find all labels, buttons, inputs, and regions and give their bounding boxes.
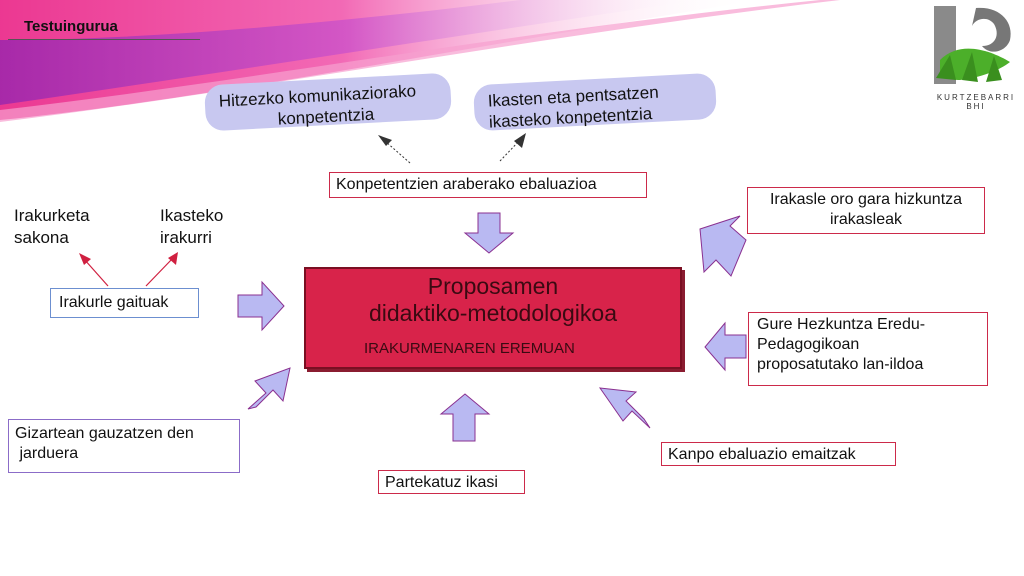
center-title: Proposamen didaktiko-metodologikoa [306, 273, 680, 327]
block-arrow-down-top [463, 212, 515, 254]
node-line: proposatutako lan-ildoa [757, 356, 924, 373]
node-kanpo: Kanpo ebaluazio emaitzak [661, 442, 896, 466]
center-subtitle: IRAKURMENAREN EREMUAN [364, 340, 575, 357]
node-partekatuz: Partekatuz ikasi [378, 470, 525, 494]
label-line: Ikasteko [160, 206, 224, 225]
center-title-line: didaktiko-metodologikoa [368, 300, 618, 326]
center-title-line: Proposamen [427, 273, 559, 299]
node-ebaluazioa: Konpetentzien araberako ebaluazioa [329, 172, 647, 198]
logo-line-1: KURTZEBARRI [936, 93, 1016, 102]
block-arrow-upright-lowerleft [247, 367, 291, 410]
thin-arrow-to-left-cloud [384, 140, 411, 164]
thin-arrow-to-right-cloud [499, 139, 521, 162]
block-arrow-upleft-lowerright [598, 387, 651, 429]
slide-title: Testuingurua [24, 18, 118, 35]
thin-arrow-head [378, 135, 392, 146]
red-arrow-to-ikasteko [145, 252, 178, 287]
node-line: Gure Hezkuntza Eredu- [757, 316, 926, 333]
node-center-proposamen: Proposamen didaktiko-metodologikoa IRAKU… [304, 267, 682, 369]
thin-arrow-head [514, 133, 526, 148]
block-arrow-downleft-upperright [699, 215, 747, 277]
label-line: sakona [14, 228, 69, 247]
node-line: irakasleak [829, 211, 903, 228]
node-line: Gizartean gauzatzen den [15, 425, 194, 442]
node-line: Pedagogikoan [757, 336, 860, 353]
block-arrow-up-bottom [439, 393, 491, 442]
label-ikasteko: Ikasteko irakurri [160, 205, 223, 249]
node-irakurle: Irakurle gaituak [50, 288, 199, 318]
node-line: Irakasle oro gara hizkuntza [769, 191, 963, 208]
block-arrow-right-left [237, 280, 285, 332]
node-gizartea: Gizartean gauzatzen den jarduera [8, 419, 240, 473]
label-line: irakurri [160, 228, 212, 247]
red-arrow-to-irakurketa [79, 253, 109, 287]
title-underline [8, 39, 200, 40]
label-line: Irakurketa [14, 206, 90, 225]
node-hezkuntza: Gure Hezkuntza Eredu- Pedagogikoan propo… [748, 312, 988, 386]
label-irakurketa: Irakurketa sakona [14, 205, 90, 249]
kurtzebarri-logo-icon [934, 6, 1011, 84]
logo-caption: KURTZEBARRI BHI [928, 93, 1024, 111]
block-arrow-left-right [704, 321, 747, 372]
logo-line-2: BHI [966, 102, 986, 111]
node-irakasle: Irakasle oro gara hizkuntza irakasleak [747, 187, 985, 234]
node-line: jarduera [15, 445, 79, 462]
